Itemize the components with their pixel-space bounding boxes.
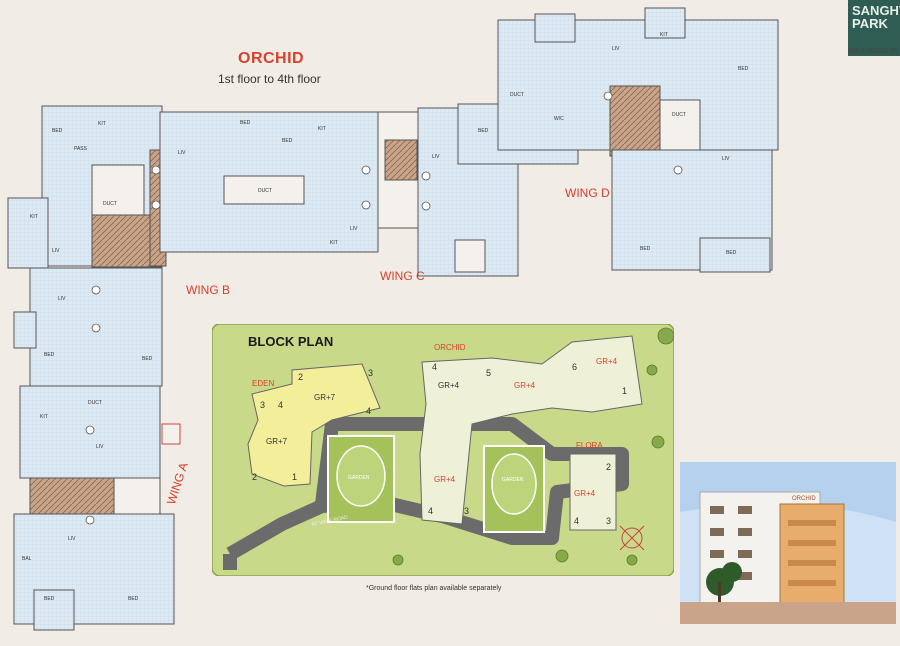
room-label: BED: [52, 128, 63, 134]
room-label: DUCT: [510, 92, 524, 98]
compass-icon: [619, 525, 645, 551]
room-label: KIT: [30, 214, 38, 220]
room-label: BAL: [22, 556, 32, 562]
block-plan-title: BLOCK PLAN: [248, 334, 334, 349]
wing-b-label: WING B: [186, 283, 230, 297]
svg-text:6: 6: [572, 362, 577, 372]
room-label: LIV: [68, 536, 76, 542]
room-label: KIT: [660, 32, 668, 38]
eden-name: EDEN: [252, 379, 274, 388]
room-label: BED: [282, 138, 293, 144]
room-label: PASS: [74, 146, 88, 152]
brand-location: MIRA ROAD (E): [848, 48, 899, 55]
svg-text:4: 4: [574, 516, 579, 526]
room-label: BED: [128, 596, 139, 602]
room-label: LIV: [96, 444, 104, 450]
flora-building: [569, 453, 617, 531]
room-label: LIV: [722, 156, 730, 162]
room-label: BED: [240, 120, 251, 126]
room-label: LIV: [178, 150, 186, 156]
wing-d-label: WING D: [565, 186, 610, 200]
wing-d-plan: [497, 7, 779, 273]
garden-label: GARDEN: [502, 477, 524, 483]
eden-floors-top: GR+7: [314, 393, 336, 402]
room-label: LIV: [350, 226, 358, 232]
room-label: DUCT: [258, 188, 272, 194]
eden-floors-bottom: GR+7: [266, 437, 288, 446]
block-plan: GARDEN GARDEN 60' WIDE ROAD EDEN GR+7 GR…: [212, 324, 674, 576]
garden-label: GARDEN: [348, 475, 370, 481]
wing-a-plan: [13, 385, 181, 631]
orchid-floors-2: GR+4: [514, 381, 536, 390]
flora-name: FLORA: [576, 441, 603, 450]
room-label: BED: [640, 246, 651, 252]
brand-badge: [848, 0, 900, 56]
svg-text:1: 1: [292, 472, 297, 482]
brand-logo: SANGHVI PARK: [852, 3, 900, 31]
room-label: W/C: [554, 116, 564, 122]
room-label: KIT: [318, 126, 326, 132]
svg-text:4: 4: [432, 362, 437, 372]
flora-floors: GR+4: [574, 489, 596, 498]
room-label: KIT: [40, 414, 48, 420]
orchid-building: [419, 335, 643, 525]
svg-text:2: 2: [606, 462, 611, 472]
wing-c-plan: [159, 103, 579, 277]
svg-text:4: 4: [366, 406, 371, 416]
room-label: BED: [478, 128, 489, 134]
orchid-floors-3: GR+4: [596, 357, 618, 366]
room-label: LIV: [612, 46, 620, 52]
plan-title: ORCHID: [238, 50, 305, 67]
room-label: DUCT: [672, 112, 686, 118]
room-label: BED: [44, 596, 55, 602]
room-label: BED: [142, 356, 153, 362]
room-label: BED: [726, 250, 737, 256]
room-label: BED: [44, 352, 55, 358]
building-sign: ORCHID: [792, 496, 816, 502]
room-label: LIV: [52, 248, 60, 254]
svg-text:5: 5: [486, 368, 491, 378]
svg-text:3: 3: [464, 506, 469, 516]
room-label: KIT: [330, 240, 338, 246]
wing-b-plan: [7, 105, 167, 387]
svg-text:2: 2: [252, 472, 257, 482]
floor-range: 1st floor to 4th floor: [218, 72, 321, 86]
svg-text:3: 3: [260, 400, 265, 410]
room-label: DUCT: [103, 201, 117, 207]
wing-c-label: WING C: [380, 269, 425, 283]
room-label: DUCT: [88, 400, 102, 406]
svg-text:4: 4: [428, 506, 433, 516]
svg-text:4: 4: [278, 400, 283, 410]
orchid-name: ORCHID: [434, 343, 466, 352]
orchid-floors-1: GR+4: [438, 381, 460, 390]
orchid-floors-4: GR+4: [434, 475, 456, 484]
eden-building: [247, 363, 381, 487]
footnote: *Ground floor flats plan available separ…: [366, 585, 502, 592]
room-label: LIV: [58, 296, 66, 302]
svg-text:3: 3: [368, 368, 373, 378]
svg-text:1: 1: [622, 386, 627, 396]
svg-text:2: 2: [298, 372, 303, 382]
room-label: LIV: [432, 154, 440, 160]
svg-text:3: 3: [606, 516, 611, 526]
room-label: KIT: [98, 121, 106, 127]
room-label: BED: [738, 66, 749, 72]
building-render: ORCHID: [680, 462, 896, 624]
